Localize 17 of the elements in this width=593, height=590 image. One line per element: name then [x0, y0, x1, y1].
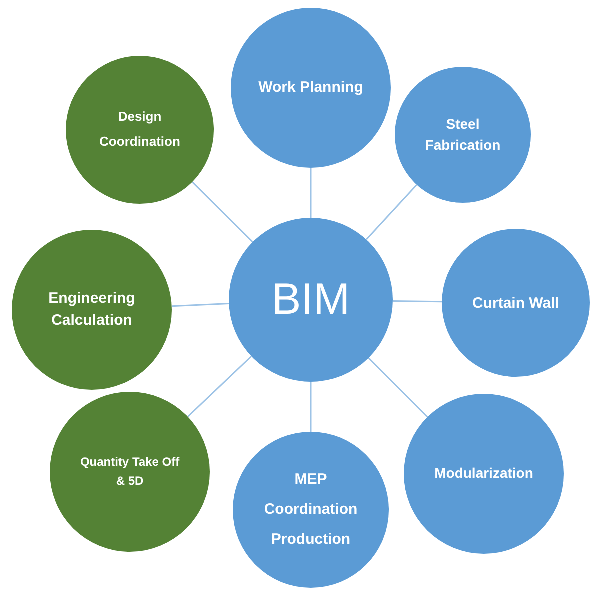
connector-line [366, 184, 418, 240]
center-label: BIM [272, 274, 350, 326]
connector-line [172, 303, 230, 308]
topic-label: Engineering Calculation [48, 289, 136, 331]
topic-label: Curtain Wall [472, 294, 560, 314]
topic-label: Quantity Take Off & 5D [80, 454, 180, 490]
connector-line [310, 382, 312, 432]
connector-line [187, 356, 252, 418]
connector-line [192, 182, 254, 243]
topic-label: Design Coordination [98, 108, 182, 151]
connector-line [310, 168, 312, 218]
connector-line [392, 300, 442, 303]
topic-label: Work Planning [258, 78, 364, 98]
topic-label: MEP Coordination Production [263, 470, 359, 550]
connector-line [368, 358, 428, 418]
topic-label: Steel Fabrication [424, 115, 502, 155]
topic-label: Modularization [434, 464, 534, 484]
